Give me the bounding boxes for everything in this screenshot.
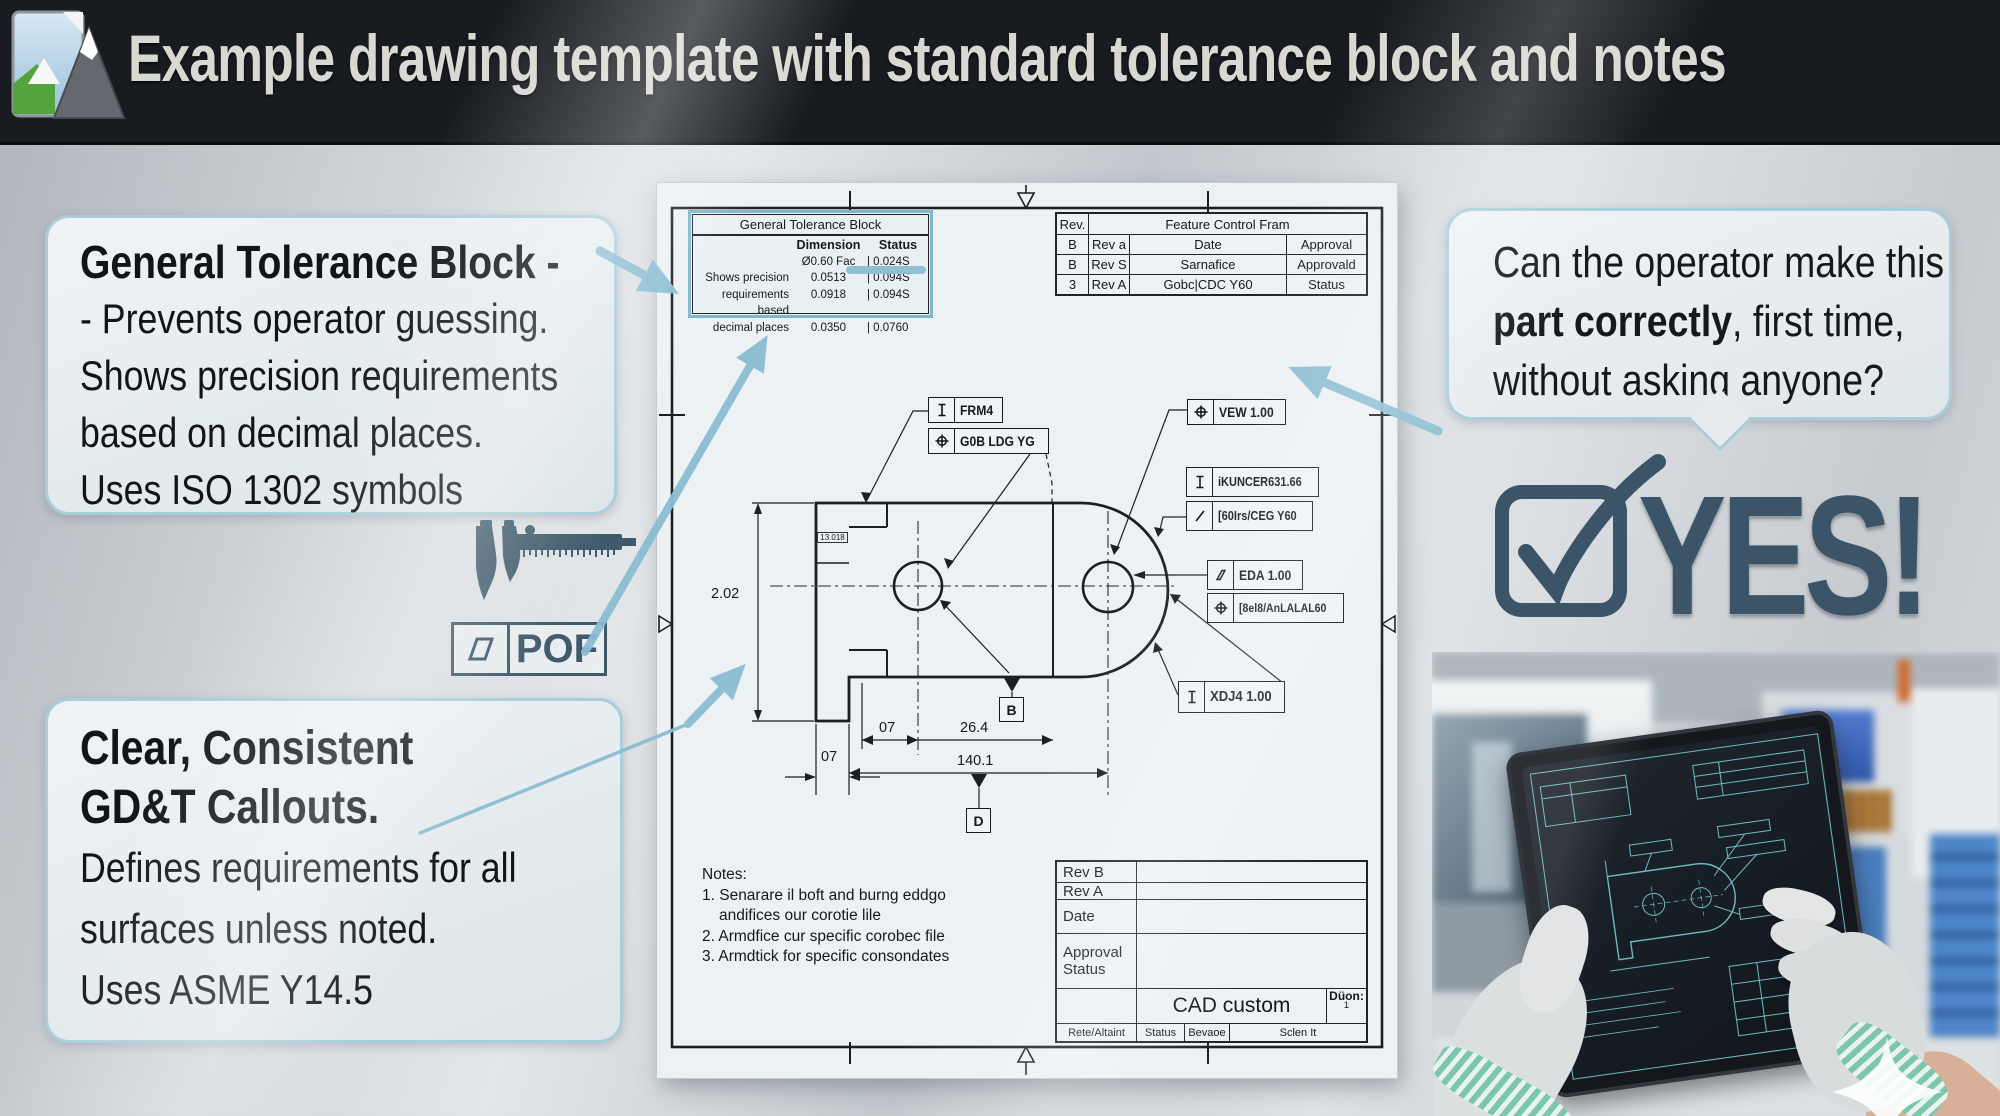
datum-d-flag: D [966, 808, 991, 833]
callout-title: General Tolerance Block - [80, 236, 560, 288]
fcf-xdj: XDJ4 1.00 [1178, 681, 1285, 713]
fcf-pos2: [8el8/AnLALAL60 [1207, 593, 1345, 623]
page-title: Example drawing template with standard t… [128, 21, 1727, 95]
angularity-symbol-icon [1187, 502, 1213, 530]
sparkle-watermark [1832, 1037, 1942, 1116]
dim-total: 140.1 [957, 753, 994, 769]
position-symbol-icon [929, 429, 955, 453]
profile-symbol-icon [1187, 468, 1213, 496]
flange-note: 13.018 [817, 532, 848, 543]
fcf-frm4: FRM4 [928, 397, 1003, 423]
dim-height: 2.02 [711, 586, 740, 602]
dim-mid2: 26.4 [960, 720, 989, 736]
position-symbol-icon [1208, 594, 1234, 622]
pof-label: POF [515, 626, 599, 671]
callout-gdt: Clear, Consistent GD&T Callouts. Defines… [45, 698, 623, 1043]
header-bar: Example drawing template with standard t… [0, 0, 2000, 145]
position-symbol-icon [1188, 400, 1214, 424]
profile-symbol-icon [929, 398, 955, 422]
fcf-ikunce: iKUNCER631.66 [1186, 467, 1320, 497]
cad-label: CAD custom [1137, 989, 1327, 1023]
caliper-icon [476, 520, 636, 600]
parallelism-symbol-icon [1208, 561, 1234, 589]
tolerance-table-title: General Tolerance Block [693, 215, 928, 236]
drawing-sheet: General Tolerance Block Dimension Status… [657, 183, 1397, 1078]
factory-tablet-photo [1432, 652, 2000, 1116]
fcf-gob: G0B LDG YG [928, 428, 1050, 454]
notes-block: Notes: 1. Senarare il boft and burng edd… [702, 866, 950, 965]
flatness-callout-tag: POF [451, 622, 607, 676]
flatness-symbol-icon [454, 625, 510, 673]
callout-general-tolerance: General Tolerance Block - - Prevents ope… [45, 215, 617, 515]
datum-b-flag: B [999, 697, 1024, 722]
dim-left: 07 [821, 749, 838, 765]
question-bubble: Can the operator make this part correctl… [1446, 208, 1952, 420]
checkbox-checked-icon [1495, 454, 1666, 617]
general-tolerance-block-table: General Tolerance Block Dimension Status… [688, 210, 933, 334]
yes-text: YES! [1638, 461, 1931, 651]
profile-symbol-icon [1179, 682, 1205, 712]
photo-mountain-icon [11, 10, 126, 119]
fcf-ceg: [60Irs/CEG Y60 [1186, 501, 1314, 531]
fcf-vew: VEW 1.00 [1187, 399, 1286, 425]
dim-mid: 07 [879, 720, 896, 736]
fcf-eda: EDA 1.00 [1207, 560, 1304, 590]
